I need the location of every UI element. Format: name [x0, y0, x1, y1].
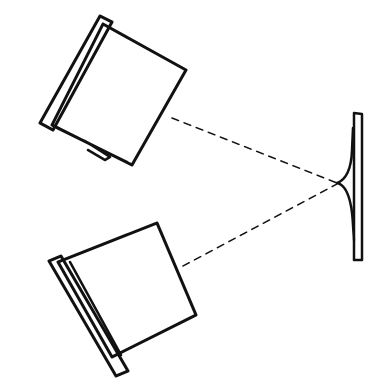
lower-lamp-icon [47, 221, 198, 378]
upper-lamp-icon [38, 14, 188, 167]
upper-beam-line [171, 117, 338, 184]
mirror-target-icon [335, 111, 364, 262]
lower-beam-line [182, 183, 338, 267]
